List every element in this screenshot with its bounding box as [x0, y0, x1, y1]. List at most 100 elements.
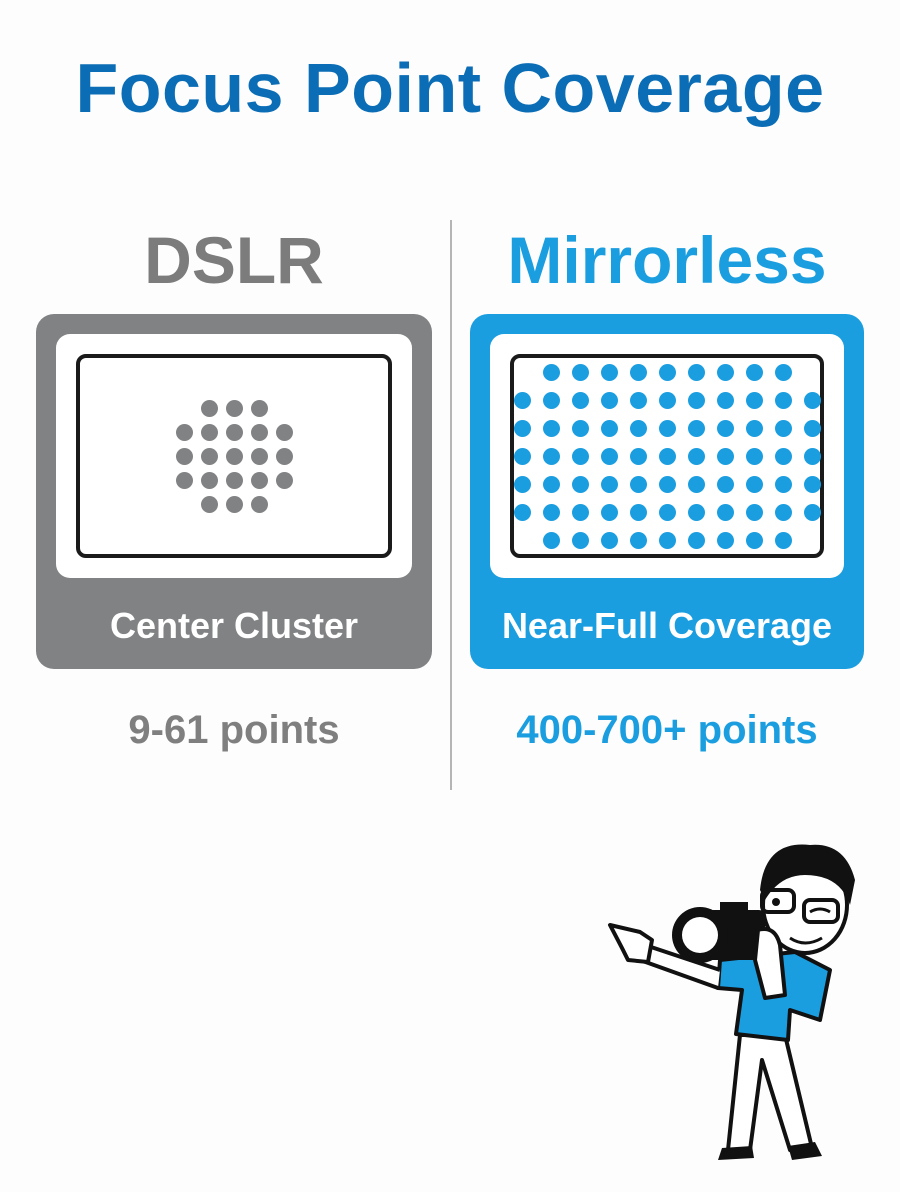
focus-point-dot: [687, 363, 705, 381]
focus-point-dot: [200, 495, 218, 513]
focus-point-dot: [687, 503, 705, 521]
focus-point-dot: [571, 447, 589, 465]
focus-point-dot: [803, 391, 821, 409]
focus-point-dot: [225, 471, 243, 489]
mirrorless-frame: [510, 354, 824, 558]
dslr-focus-points: [80, 358, 388, 554]
focus-point-dot: [629, 503, 647, 521]
focus-point-dot: [275, 423, 293, 441]
dslr-viewfinder-screen: [56, 334, 412, 578]
focus-point-dot: [716, 419, 734, 437]
focus-point-dot: [774, 447, 792, 465]
focus-point-dot: [571, 419, 589, 437]
focus-point-dot: [745, 447, 763, 465]
focus-point-dot: [225, 399, 243, 417]
focus-point-dot: [225, 495, 243, 513]
focus-point-dot: [803, 475, 821, 493]
dslr-points-count: 9-61 points: [128, 708, 340, 752]
mirrorless-viewfinder-panel: Near-Full Coverage: [470, 314, 864, 669]
mirrorless-viewfinder-screen: [490, 334, 844, 578]
focus-point-dot: [803, 447, 821, 465]
focus-point-dot: [200, 447, 218, 465]
dslr-panel-label: Center Cluster: [109, 605, 359, 646]
focus-point-dot: [716, 475, 734, 493]
focus-point-dot: [542, 503, 560, 521]
focus-point-dot: [774, 531, 792, 549]
page-title: Focus Point Coverage: [75, 49, 825, 127]
focus-point-dot: [803, 419, 821, 437]
focus-point-dot: [542, 419, 560, 437]
focus-point-dot: [600, 363, 618, 381]
focus-point-dot: [225, 423, 243, 441]
focus-point-dot: [658, 475, 676, 493]
focus-point-dot: [716, 531, 734, 549]
focus-point-dot: [175, 471, 193, 489]
focus-point-dot: [716, 447, 734, 465]
column-divider: [450, 220, 452, 790]
focus-point-dot: [629, 531, 647, 549]
focus-point-dot: [600, 531, 618, 549]
focus-point-dot: [513, 475, 531, 493]
focus-point-dot: [774, 503, 792, 521]
focus-point-dot: [250, 447, 268, 465]
focus-point-dot: [175, 447, 193, 465]
focus-point-dot: [250, 471, 268, 489]
mirrorless-points-count: 400-700+ points: [516, 708, 818, 752]
focus-point-dot: [745, 475, 763, 493]
focus-point-dot: [542, 475, 560, 493]
focus-point-dot: [629, 447, 647, 465]
focus-point-dot: [745, 531, 763, 549]
focus-point-dot: [600, 447, 618, 465]
focus-point-dot: [658, 391, 676, 409]
focus-point-dot: [542, 447, 560, 465]
focus-point-dot: [513, 419, 531, 437]
focus-point-dot: [745, 363, 763, 381]
focus-point-dot: [774, 475, 792, 493]
focus-point-dot: [513, 503, 531, 521]
focus-point-dot: [600, 475, 618, 493]
dslr-viewfinder-panel: Center Cluster: [36, 314, 432, 669]
dslr-heading: DSLR: [144, 223, 324, 297]
focus-point-dot: [716, 391, 734, 409]
focus-point-dot: [542, 363, 560, 381]
focus-point-dot: [658, 419, 676, 437]
focus-point-dot: [774, 419, 792, 437]
focus-point-dot: [629, 363, 647, 381]
focus-point-dot: [745, 391, 763, 409]
focus-point-dot: [275, 447, 293, 465]
focus-point-dot: [658, 503, 676, 521]
focus-point-dot: [716, 503, 734, 521]
focus-point-dot: [513, 391, 531, 409]
focus-point-dot: [542, 531, 560, 549]
focus-point-dot: [745, 419, 763, 437]
focus-point-dot: [629, 391, 647, 409]
focus-point-dot: [803, 503, 821, 521]
focus-point-dot: [542, 391, 560, 409]
focus-point-dot: [250, 495, 268, 513]
mirrorless-panel-label: Near-Full Coverage: [501, 605, 833, 646]
focus-point-dot: [571, 503, 589, 521]
focus-point-dot: [275, 471, 293, 489]
focus-point-dot: [175, 423, 193, 441]
mirrorless-heading: Mirrorless: [507, 223, 827, 297]
focus-point-dot: [658, 363, 676, 381]
focus-point-dot: [716, 363, 734, 381]
focus-point-dot: [571, 475, 589, 493]
focus-point-dot: [513, 447, 531, 465]
photographer-mascot-icon: [608, 844, 855, 1160]
focus-point-dot: [774, 363, 792, 381]
focus-point-dot: [600, 503, 618, 521]
focus-point-dot: [600, 419, 618, 437]
mirrorless-focus-points: [513, 358, 821, 554]
focus-point-dot: [658, 447, 676, 465]
focus-point-dot: [571, 531, 589, 549]
focus-point-dot: [250, 399, 268, 417]
focus-point-dot: [745, 503, 763, 521]
focus-point-dot: [687, 475, 705, 493]
focus-point-dot: [225, 447, 243, 465]
focus-point-dot: [629, 475, 647, 493]
dslr-frame: [76, 354, 392, 558]
focus-point-dot: [629, 419, 647, 437]
focus-point-dot: [200, 471, 218, 489]
focus-point-dot: [571, 363, 589, 381]
